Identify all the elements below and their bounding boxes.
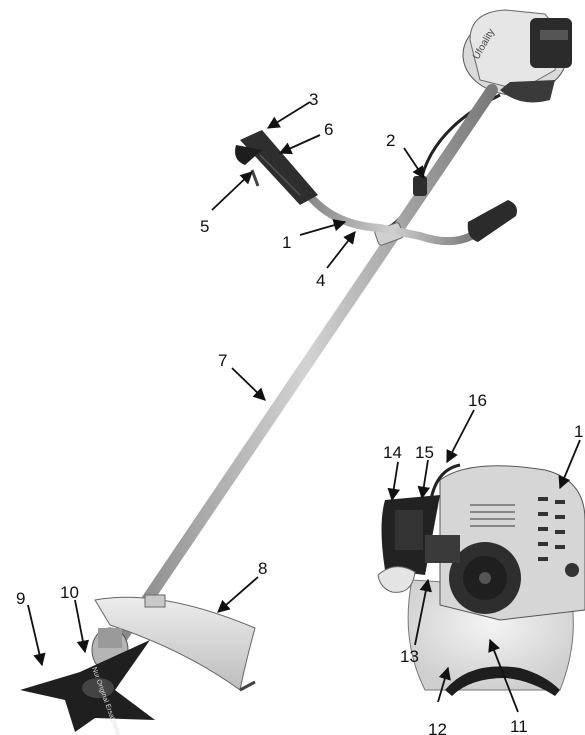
carburetor (425, 535, 460, 563)
callout-5: 5 (200, 217, 209, 236)
drive-shaft (114, 84, 498, 646)
callout-9: 9 (16, 589, 25, 608)
callout-2: 2 (386, 131, 395, 150)
arrow-4 (326, 231, 356, 269)
callout-6: 6 (324, 120, 333, 139)
blade-guard (94, 594, 256, 692)
callout-3: 3 (309, 90, 318, 109)
callout-13: 13 (400, 647, 419, 666)
engine-stand (445, 666, 560, 696)
cooling-slots (538, 497, 579, 577)
callout-arrows (27, 101, 581, 713)
callout-7: 7 (218, 351, 227, 370)
arrow-2 (403, 147, 425, 180)
top-engine: Ufoality (462, 9, 572, 103)
arrow-13 (414, 578, 432, 646)
callout-10: 10 (60, 583, 79, 602)
callout-17: 1 (574, 422, 583, 441)
callout-11: 11 (510, 717, 528, 735)
arrow-3 (266, 101, 311, 129)
arrow-9 (27, 604, 46, 667)
arrow-10 (74, 599, 90, 654)
callout-4: 4 (316, 271, 325, 290)
arrow-8 (217, 576, 259, 613)
cutting-blade: Nur Original Ersatzteile (20, 640, 155, 735)
right-grip (467, 200, 517, 242)
handlebar (301, 186, 482, 246)
callout-1: 1 (282, 233, 291, 252)
arrow-5 (211, 171, 253, 211)
callout-numbers: 1 2 3 4 5 6 7 8 9 10 11 12 13 14 15 16 1 (16, 90, 583, 735)
callout-14: 14 (383, 443, 402, 462)
trimmer-illustration: Ufoality (20, 9, 572, 735)
arrow-6 (278, 134, 321, 155)
arrow-17 (558, 439, 581, 490)
arrow-11 (488, 638, 519, 713)
primer-bulb (377, 566, 416, 593)
callout-15: 15 (415, 443, 434, 462)
arrow-15 (417, 459, 430, 500)
arrow-16 (446, 409, 475, 464)
callout-16: 16 (468, 391, 487, 410)
engine-detail-illustration (377, 463, 585, 696)
callout-8: 8 (258, 559, 267, 578)
left-grip-throttle (235, 130, 318, 205)
arrow-1 (299, 219, 347, 236)
cylinder-fins (470, 504, 515, 527)
shaft-clip (413, 176, 427, 196)
callout-12: 12 (428, 720, 447, 735)
arrow-7 (231, 367, 266, 401)
engine-cable (428, 463, 461, 506)
arrow-14 (387, 461, 400, 502)
arrow-12 (437, 666, 451, 703)
